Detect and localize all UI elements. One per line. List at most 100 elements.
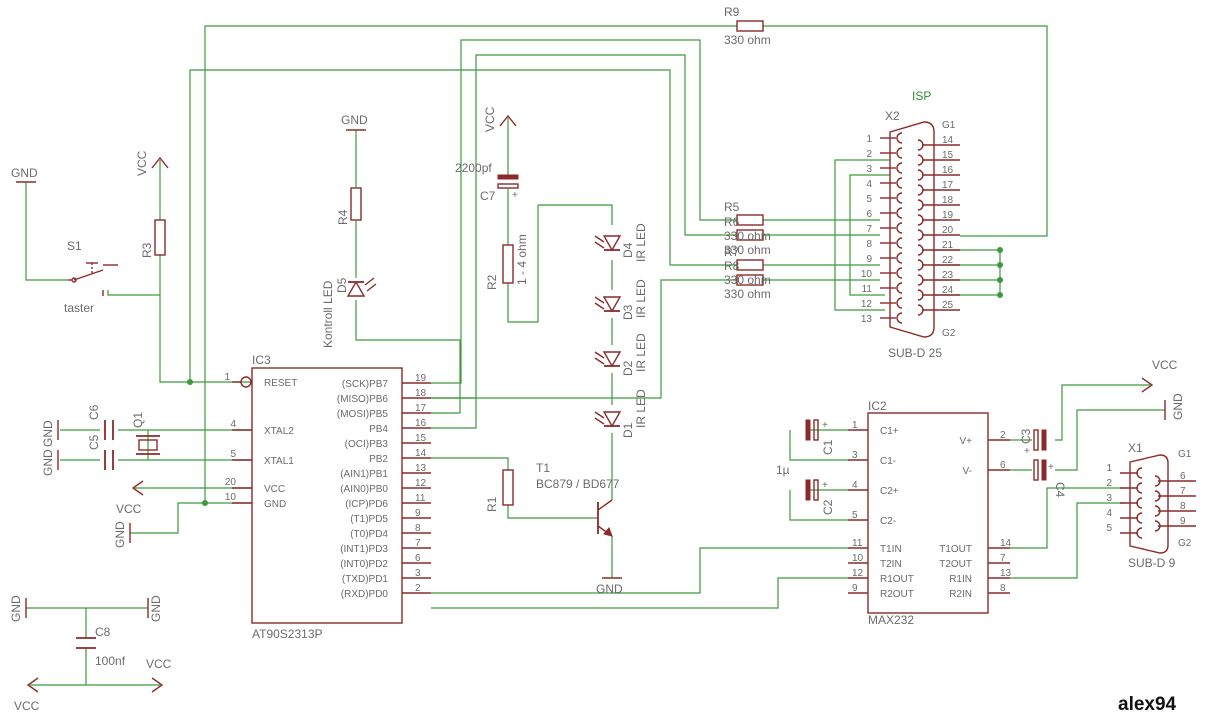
ic3-pin-number: 17 <box>415 403 427 414</box>
ic3-pin-num-4: 4 <box>230 419 236 430</box>
x2-pin-number: 1 <box>866 134 872 145</box>
c7-plus: + <box>512 190 518 201</box>
ic3-pin-num-5: 5 <box>230 449 236 460</box>
ic2-pin-number: 1 <box>852 420 858 431</box>
ic3-pin-label: (INT1)PD3 <box>340 544 388 555</box>
ic3-pin-number: 14 <box>415 448 427 459</box>
c8-ref: C8 <box>95 625 111 639</box>
x1-pin-number: 2 <box>1106 478 1112 489</box>
ic2-pin-number: 8 <box>1000 583 1006 594</box>
ic2-pin-labels: C1+1C1-3C2+4C2-5T1IN11T2IN10R1OUT12R2OUT… <box>852 420 1012 600</box>
x2-pin-number: 4 <box>866 179 872 190</box>
ic2-pin-label: T1IN <box>880 544 902 555</box>
gnd-label-c8-right: GND <box>149 595 163 622</box>
x2-pin-number: 2 <box>866 149 872 160</box>
s1-ref: S1 <box>67 239 82 253</box>
x2-pin-number: 18 <box>942 195 954 206</box>
ic3-pin-label: (OCI)PB3 <box>345 439 389 450</box>
x2-pin-number: 9 <box>866 254 872 265</box>
x2-pin-number: 7 <box>866 224 872 235</box>
r3-resistor <box>154 219 166 256</box>
s1-switch <box>68 262 118 296</box>
x2-pin-number: 19 <box>942 210 954 221</box>
ic2-pin-label: V- <box>963 466 972 477</box>
ic3-pin-vcc: VCC <box>264 484 285 495</box>
ic2-pin-label: R1IN <box>949 574 972 585</box>
c3-ref: C3 <box>1019 428 1033 444</box>
c7-capacitor <box>497 118 519 200</box>
ic2-ref: IC2 <box>868 399 887 413</box>
vcc-arrow-r3 <box>151 156 169 169</box>
r3-ref: R3 <box>140 242 154 258</box>
x2-pin-number: 21 <box>942 240 954 251</box>
ic3-pin-num-10: 10 <box>225 492 237 503</box>
r7-value: 330 ohm <box>724 273 771 287</box>
r8-value: 330 ohm <box>724 287 771 301</box>
gnd-label-r4: GND <box>341 113 368 127</box>
gnd-label-max232: GND <box>1171 393 1185 420</box>
ic2-pin-number: 12 <box>852 568 864 579</box>
x2-pin-labels: 1234567891011121314151617181920212223242… <box>861 134 954 325</box>
x1-part: SUB-D 9 <box>1128 556 1176 570</box>
ic3-pin-number: 11 <box>415 493 426 504</box>
x1-g1: G1 <box>1178 449 1192 460</box>
ic2-pin-label: R2OUT <box>880 589 914 600</box>
c3-capacitor <box>1033 429 1047 451</box>
d5-value: Kontroll LED <box>321 280 335 348</box>
ic3-pin-label: PB2 <box>369 454 388 465</box>
ic3-pin-num-20: 20 <box>225 477 237 488</box>
ic2-pin-number: 7 <box>1000 553 1006 564</box>
x2-pin-number: 20 <box>942 225 954 236</box>
r5-value: 330 ohm <box>724 229 771 243</box>
ic2-chip <box>848 412 1010 614</box>
x2-g1: G1 <box>942 120 956 131</box>
c7-value: 2200pf <box>455 161 492 175</box>
ic2-pin-label: C1- <box>880 456 896 467</box>
x1-g2: G2 <box>1178 538 1192 549</box>
d3-value: IR LED <box>634 279 648 318</box>
q1-crystal <box>136 435 160 455</box>
ic2-pin-number: 4 <box>852 480 858 491</box>
x2-pin-number: 6 <box>866 209 872 220</box>
ic3-pin-label: (TXD)PD1 <box>342 574 389 585</box>
x2-pin-number: 10 <box>861 269 873 280</box>
x2-pin-number: 12 <box>861 299 873 310</box>
x2-pin-number: 15 <box>942 150 954 161</box>
t1-ref: T1 <box>536 461 550 475</box>
ic3-pin-label: (T0)PD4 <box>350 529 388 540</box>
d1-led <box>594 411 622 428</box>
ic3-pin-gnd: GND <box>264 499 286 510</box>
r5-r8-resistors <box>736 214 764 286</box>
ic3-pin-label: (MOSI)PB5 <box>337 409 389 420</box>
q1-ref: Q1 <box>131 412 145 428</box>
ic2-pin-number: 10 <box>852 553 864 564</box>
ic2-pin-number: 13 <box>1000 568 1012 579</box>
r8-ref: R8 <box>724 259 740 273</box>
r1-ref: R1 <box>485 496 499 512</box>
ic3-chip <box>232 367 431 624</box>
c6-capacitor <box>104 420 114 440</box>
c8-value: 100nf <box>95 654 126 668</box>
ic2-pin-label: R1OUT <box>880 574 914 585</box>
x2-g2: G2 <box>942 328 956 339</box>
c2-ref: C2 <box>821 499 835 515</box>
r9-value: 330 ohm <box>724 33 771 47</box>
ic3-pin-reset: RESET <box>264 378 297 389</box>
ic3-pin-number: 3 <box>415 568 421 579</box>
ic3-pin-label: (INT0)PD2 <box>340 559 388 570</box>
ic3-pin-label: (T1)PD5 <box>350 514 388 525</box>
ic2-pin-number: 11 <box>852 538 863 549</box>
ic2-pin-label: T2OUT <box>939 559 972 570</box>
ic3-pin-xtal1: XTAL1 <box>264 456 294 467</box>
r2-resistor <box>502 244 514 284</box>
ic2-pin-label: C1+ <box>880 426 899 437</box>
ic2-pin-number: 2 <box>1000 430 1006 441</box>
gnd-label-taster: GND <box>11 166 38 180</box>
ic3-pin-number: 12 <box>415 478 427 489</box>
x2-pin-number: 25 <box>942 300 954 311</box>
x2-pin-number: 3 <box>866 164 872 175</box>
ic3-pin-number: 2 <box>415 583 421 594</box>
c2-plus: + <box>822 480 828 491</box>
d2-value: IR LED <box>634 333 648 372</box>
